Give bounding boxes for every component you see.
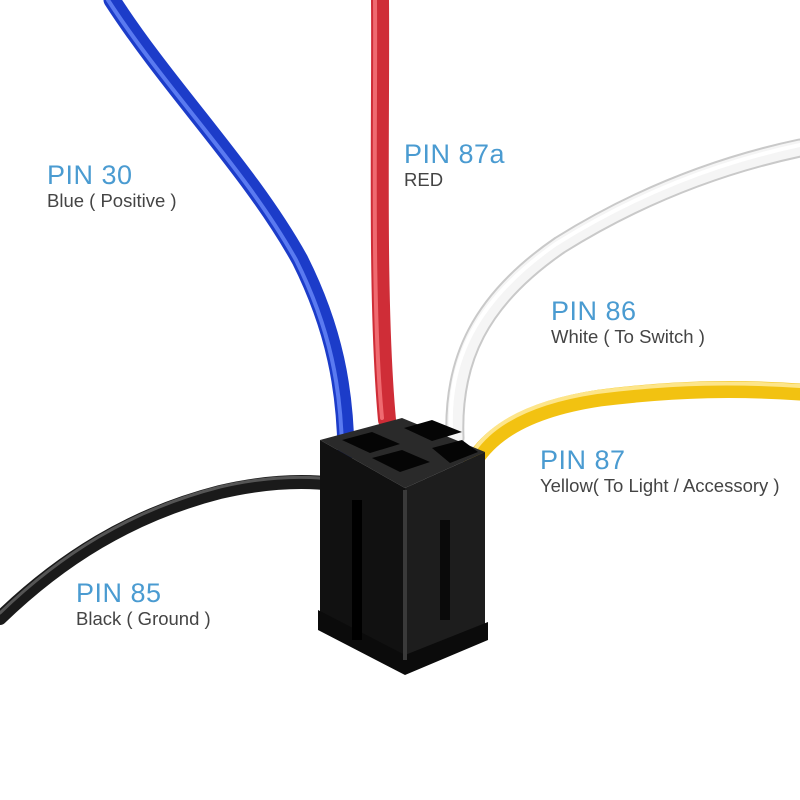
socket-cavity xyxy=(372,450,430,472)
pin-86-desc: White ( To Switch ) xyxy=(551,326,705,347)
pin-87a-desc: RED xyxy=(404,169,444,190)
red-wire xyxy=(370,0,396,429)
pin-87-label: PIN 87 Yellow( To Light / Accessory ) xyxy=(540,447,780,496)
socket-cavity xyxy=(342,432,400,453)
pin-86-title: PIN 86 xyxy=(551,296,637,326)
pin-87a-title: PIN 87a xyxy=(404,139,506,169)
pin-87-desc: Yellow( To Light / Accessory ) xyxy=(540,475,780,496)
pin-86-label: PIN 86 White ( To Switch ) xyxy=(551,298,705,347)
socket-left-face xyxy=(320,440,405,660)
yellow-wire-highlight xyxy=(455,381,800,494)
socket-groove xyxy=(352,500,362,640)
pin-85-desc: Black ( Ground ) xyxy=(76,608,211,629)
pin-30-desc: Blue ( Positive ) xyxy=(47,190,177,211)
pin-30-title: PIN 30 xyxy=(47,160,133,190)
pin-87-title: PIN 87 xyxy=(540,445,626,475)
socket-cavity xyxy=(432,440,478,463)
wires xyxy=(0,0,800,625)
pin-85-title: PIN 85 xyxy=(76,578,162,608)
socket-base-flange xyxy=(318,610,488,675)
socket-cavity xyxy=(404,420,462,441)
white-wire-highlight xyxy=(448,143,800,432)
white-wire xyxy=(447,140,800,446)
pin-87a-label: PIN 87a RED xyxy=(404,141,505,190)
pin-85-label: PIN 85 Black ( Ground ) xyxy=(76,580,211,629)
blue-wire xyxy=(103,0,355,461)
relay-socket xyxy=(318,418,488,675)
pin-30-label: PIN 30 Blue ( Positive ) xyxy=(47,162,177,211)
black-wire xyxy=(0,475,367,625)
red-wire-highlight xyxy=(372,0,384,420)
socket-groove xyxy=(440,520,450,620)
socket-edge-highlight xyxy=(403,490,407,660)
black-wire-highlight xyxy=(0,475,360,615)
blue-wire-highlight xyxy=(106,0,344,452)
